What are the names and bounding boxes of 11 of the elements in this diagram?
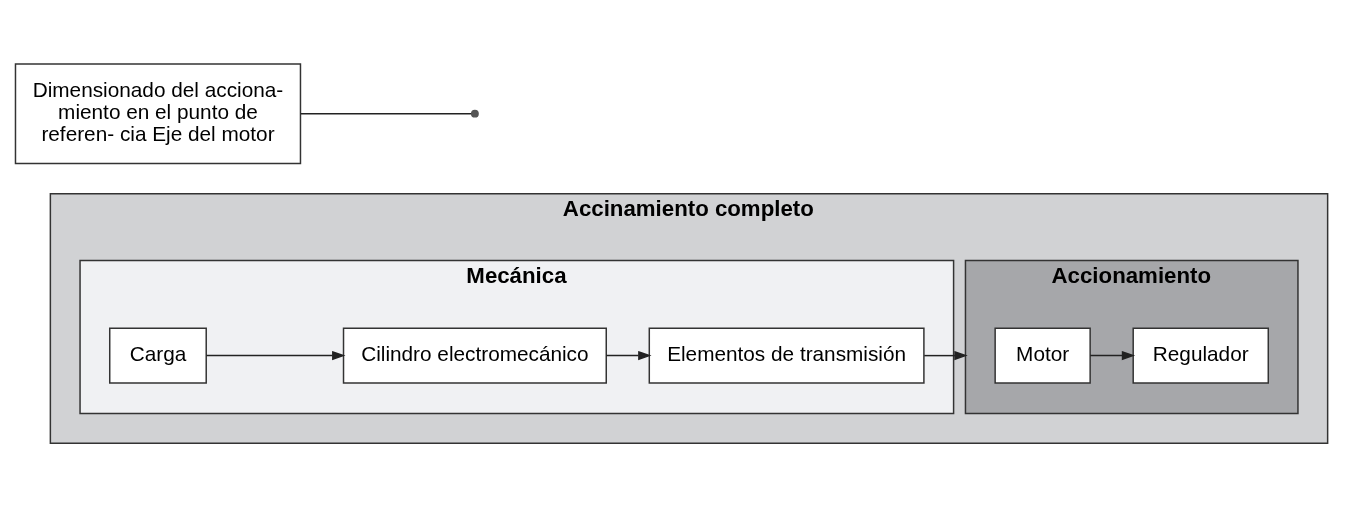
node-box: Motor <box>994 327 1091 384</box>
node-box: Cilindro electromecánico <box>342 327 607 384</box>
node-box: Elementos de transmisión <box>648 327 925 384</box>
arrow <box>605 350 652 361</box>
node-box: Carga <box>109 327 207 384</box>
arrow <box>205 350 346 361</box>
arrow <box>1089 350 1136 361</box>
node-box: Regulador <box>1132 327 1269 384</box>
connector <box>300 112 472 115</box>
arrow <box>923 350 968 361</box>
node-box: Dimensionado del acciona- miento en el punto de referen- cia Eje del motor <box>14 63 302 165</box>
